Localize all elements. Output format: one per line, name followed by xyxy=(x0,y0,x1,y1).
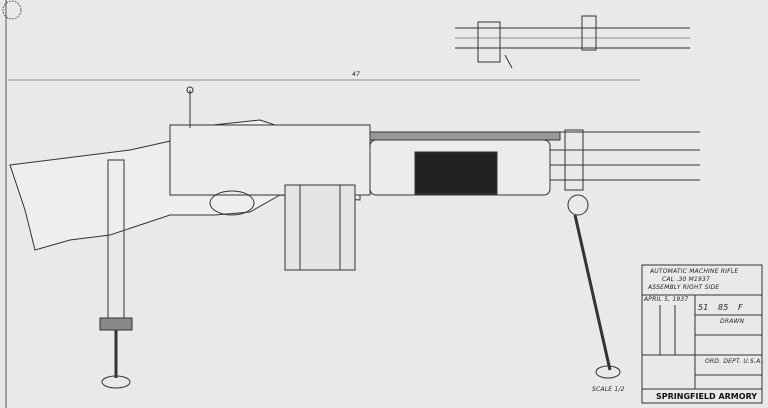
front-bipod-leg xyxy=(573,214,612,371)
drawing-no-1: 51 xyxy=(698,303,709,312)
arsenal: SPRINGFIELD ARMORY xyxy=(656,392,758,401)
forearm-grip-panel xyxy=(414,151,498,195)
title-block-frame xyxy=(641,264,763,404)
cooling-fins xyxy=(369,131,561,141)
archive-seal xyxy=(2,0,22,20)
magazine xyxy=(284,184,356,271)
ord-dept: ORD. DEPT. U.S.A. xyxy=(705,358,763,365)
drawn-label: DRAWN xyxy=(720,318,745,325)
trigger-guard xyxy=(209,190,255,216)
title-line-3: ASSEMBLY RIGHT SIDE xyxy=(648,284,720,291)
receiver xyxy=(169,124,371,196)
scale-note: SCALE 1/2 xyxy=(592,386,625,393)
drawing-no-2: 85 xyxy=(718,303,729,312)
barrel-detail-view xyxy=(455,15,690,69)
title-line-1: AUTOMATIC MACHINE RIFLE xyxy=(650,268,739,275)
title-line-2: CAL .30 M1937 xyxy=(662,276,711,283)
date: APRIL 5, 1937 xyxy=(644,296,689,303)
drawing-no-3: F xyxy=(738,303,743,312)
overall-dimension: 47 xyxy=(352,71,361,78)
